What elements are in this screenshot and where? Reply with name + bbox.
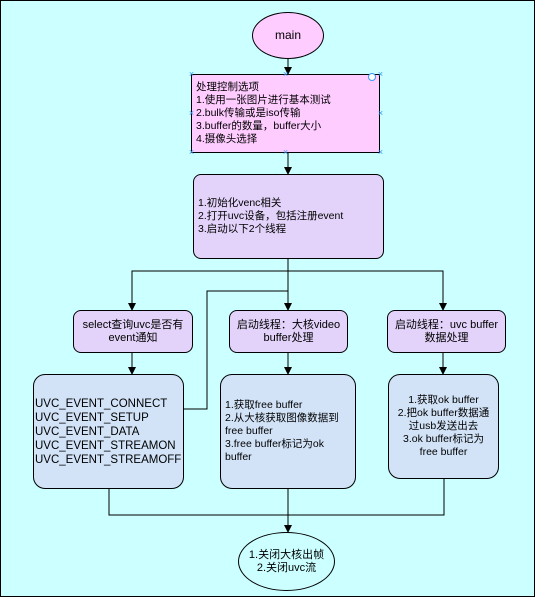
control-options-line: 3.buffer的数量，buffer大小: [196, 120, 322, 132]
selection-handle[interactable]: ×: [377, 147, 384, 157]
close-node: 1.关闭大核出帧 2.关闭uvc流: [238, 532, 335, 591]
selection-handle[interactable]: ×: [188, 69, 195, 79]
rotate-handle[interactable]: [368, 73, 376, 81]
control-options-line: 4.摄像头选择: [196, 133, 258, 145]
main-node: main: [252, 12, 324, 59]
video-step-line: free buffer: [225, 425, 273, 437]
uvc-event-line: UVC_EVENT_DATA: [35, 425, 140, 438]
control-options-line: 1.使用一张图片进行基本测试: [196, 94, 331, 106]
selection-handle[interactable]: ×: [188, 147, 195, 157]
video-step-line: 2.从大核获取图像数据到: [225, 412, 339, 424]
uvc-step-line: free buffer: [419, 446, 468, 458]
uvc-step-line: 2.把ok buffer数据通: [397, 407, 490, 419]
video-step-line: 3.free buffer标记为ok: [225, 438, 325, 450]
uvc-steps-node: 1.获取ok buffer 2.把ok buffer数据通 过usb发送出去 3…: [388, 374, 499, 479]
uvc-step-line: 1.获取ok buffer: [408, 394, 479, 406]
init-line: 1.初始化venc相关: [198, 197, 282, 209]
control-options-line: 处理控制选项: [196, 81, 259, 93]
selection-handle[interactable]: ×: [377, 108, 384, 118]
select-event-line: select查询uvc是否有: [82, 318, 184, 331]
uvc-step-line: 过usb发送出去: [408, 420, 479, 432]
control-options-line: 2.bulk传输或是iso传输: [196, 107, 301, 119]
uvc-event-line: UVC_EVENT_SETUP: [35, 411, 149, 424]
selection-handle[interactable]: ×: [282, 147, 289, 157]
uvc-event-line: UVC_EVENT_STREAMON: [35, 439, 176, 452]
uvc-step-line: 3.ok buffer标记为: [403, 433, 484, 445]
init-node: 1.初始化venc相关 2.打开uvc设备，包括注册event 3.启动以下2个…: [193, 174, 384, 259]
main-label: main: [274, 28, 301, 42]
uvc-thread-line: 启动线程：uvc buffer: [394, 318, 499, 331]
video-thread-line: 启动线程：大核video: [236, 318, 341, 331]
uvc-event-line: UVC_EVENT_STREAMOFF: [35, 453, 182, 466]
selection-handle[interactable]: ×: [188, 108, 195, 118]
edge-init-select: [128, 259, 289, 311]
uvc-thread-node: 启动线程：uvc buffer 数据处理: [387, 310, 506, 353]
select-event-node: select查询uvc是否有 event通知: [73, 310, 193, 353]
init-line: 2.打开uvc设备，包括注册event: [198, 210, 344, 222]
video-thread-node: 启动线程：大核video buffer处理: [229, 310, 348, 353]
edge-events-loop: [184, 290, 288, 410]
select-event-line: event通知: [108, 331, 158, 344]
video-thread-line: buffer处理: [263, 331, 314, 344]
control-options-node: 处理控制选项 1.使用一张图片进行基本测试 2.bulk传输或是iso传输 3.…: [191, 74, 380, 153]
close-line: 1.关闭大核出帧: [248, 548, 325, 561]
edge-init-uvc-thread: [288, 270, 447, 311]
uvc-events-node: UVC_EVENT_CONNECT UVC_EVENT_SETUP UVC_EV…: [33, 374, 184, 489]
init-line: 3.启动以下2个线程: [198, 223, 287, 235]
video-step-line: 1.获取free buffer: [225, 399, 303, 411]
edge-merge: [108, 479, 445, 516]
video-step-line: buffer: [225, 451, 252, 463]
uvc-event-line: UVC_EVENT_CONNECT: [35, 397, 168, 410]
video-steps-node: 1.获取free buffer 2.从大核获取图像数据到 free buffer…: [220, 374, 356, 489]
close-line: 2.关闭uvc流: [256, 561, 317, 574]
selection-handle[interactable]: ×: [377, 69, 384, 79]
uvc-thread-line: 数据处理: [424, 331, 469, 344]
selection-handle[interactable]: ×: [282, 69, 289, 79]
